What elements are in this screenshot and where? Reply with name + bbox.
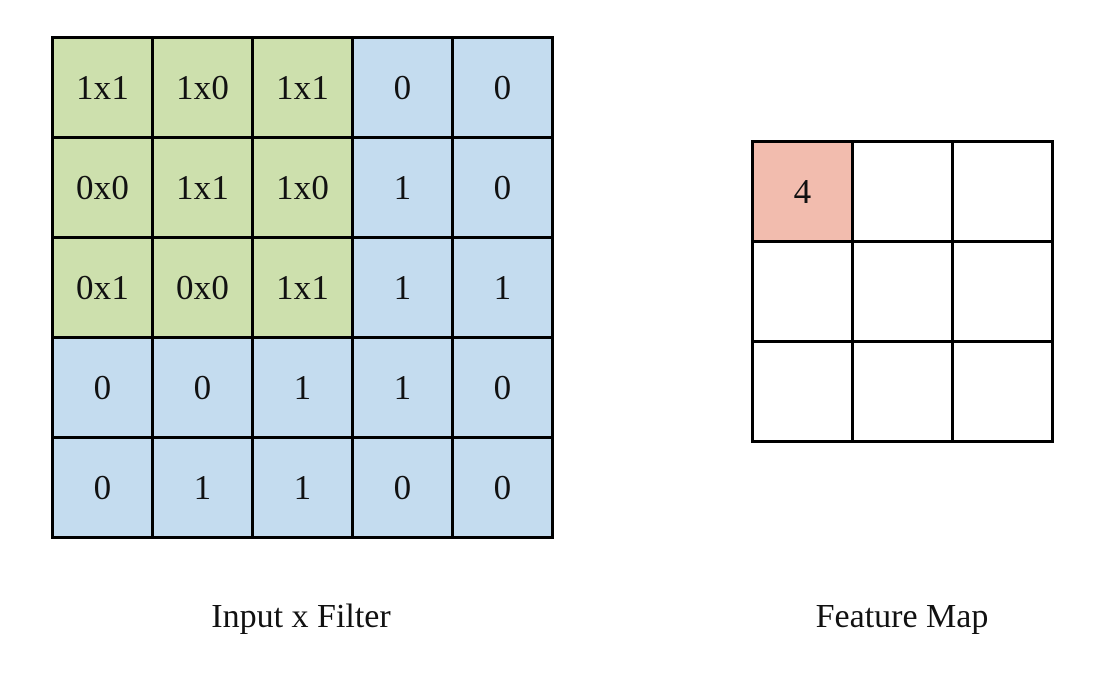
feature-map-caption: Feature Map (815, 598, 989, 635)
input-cell-r4c2: 1 (254, 439, 351, 536)
input-cell-r3c1: 0 (154, 339, 251, 436)
feature-map-cell-r2c2 (954, 343, 1051, 440)
feature-map-cell-r2c0 (754, 343, 851, 440)
feature-map-cell-r0c2 (954, 143, 1051, 240)
input-cell-r3c0: 0 (54, 339, 151, 436)
input-cell-r0c2: 1x1 (254, 39, 351, 136)
input-cell-r3c4: 0 (454, 339, 551, 436)
input-cell-r3c2: 1 (254, 339, 351, 436)
input-cell-r0c3: 0 (354, 39, 451, 136)
feature-map-cell-r0c1 (854, 143, 951, 240)
input-cell-r1c4: 0 (454, 139, 551, 236)
input-cell-r2c2: 1x1 (254, 239, 351, 336)
input-cell-r4c0: 0 (54, 439, 151, 536)
input-cell-r1c0: 0x0 (54, 139, 151, 236)
feature-map-cell-r0c0: 4 (754, 143, 851, 240)
input-cell-r4c3: 0 (354, 439, 451, 536)
input-matrix-grid: 1x1 1x0 1x1 0 0 0x0 1x1 1x0 1 0 0x1 0x0 … (51, 36, 554, 539)
feature-map-cell-r1c2 (954, 243, 1051, 340)
input-cell-r0c4: 0 (454, 39, 551, 136)
input-cell-r4c1: 1 (154, 439, 251, 536)
feature-map-cell-r2c1 (854, 343, 951, 440)
input-cell-r2c1: 0x0 (154, 239, 251, 336)
feature-map-grid: 4 (751, 140, 1054, 443)
input-cell-r2c4: 1 (454, 239, 551, 336)
feature-map-cell-r1c1 (854, 243, 951, 340)
input-cell-r2c3: 1 (354, 239, 451, 336)
input-cell-r0c0: 1x1 (54, 39, 151, 136)
input-cell-r0c1: 1x0 (154, 39, 251, 136)
input-cell-r3c3: 1 (354, 339, 451, 436)
input-cell-r1c2: 1x0 (254, 139, 351, 236)
input-cell-r1c3: 1 (354, 139, 451, 236)
feature-map-cell-r1c0 (754, 243, 851, 340)
input-cell-r2c0: 0x1 (54, 239, 151, 336)
input-cell-r4c4: 0 (454, 439, 551, 536)
input-cell-r1c1: 1x1 (154, 139, 251, 236)
input-matrix-caption: Input x Filter (211, 598, 391, 635)
